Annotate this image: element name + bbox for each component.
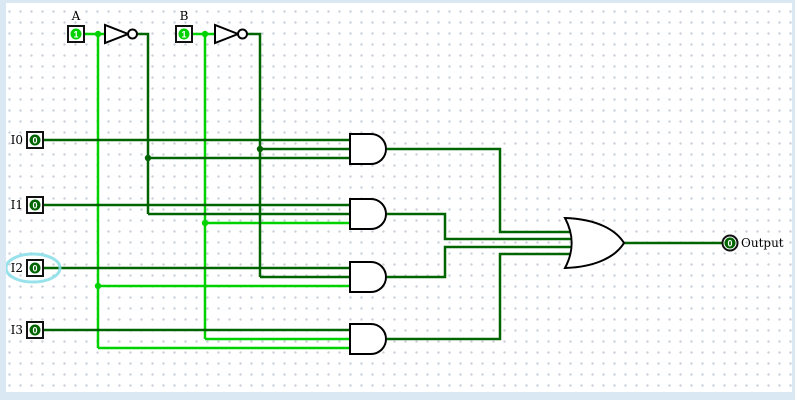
junction-dot <box>201 30 209 38</box>
pin-value-indicator <box>29 262 41 274</box>
not-gate-a[interactable] <box>104 23 138 45</box>
wire-notb-vertical[interactable] <box>247 32 262 277</box>
pin-value-indicator <box>724 237 736 249</box>
pin-label: A <box>71 9 81 23</box>
pin-label: I2 <box>11 261 23 275</box>
and-gate-1[interactable] <box>349 133 387 165</box>
pin-value: 1 <box>73 29 78 39</box>
selection-halo <box>4 252 62 284</box>
pin-label: I1 <box>11 198 23 212</box>
junction-dot <box>256 145 264 153</box>
canvas-edge-bottom <box>0 392 795 400</box>
pin-value-indicator <box>29 199 41 211</box>
input-pin-i3[interactable]: I3 0 <box>11 321 44 339</box>
pin-value: 0 <box>32 200 37 210</box>
pin-label: B <box>180 9 189 23</box>
pin-value-indicator <box>29 324 41 336</box>
pin-value: 0 <box>727 238 732 248</box>
and-gate-4[interactable] <box>349 323 387 355</box>
pin-value: 0 <box>32 263 37 273</box>
not-gate-triangle <box>214 23 241 45</box>
junction-dot <box>144 154 152 162</box>
input-pin-i1[interactable]: I1 0 <box>11 196 44 214</box>
canvas-edge-right <box>792 0 795 400</box>
wire-nota-vertical[interactable] <box>137 32 150 214</box>
wire-and4-to-or[interactable] <box>386 252 574 341</box>
not-gate-b[interactable] <box>214 23 248 45</box>
pin-label: I0 <box>11 133 23 147</box>
input-pin-i2[interactable]: I2 0 <box>4 252 62 284</box>
output-pin[interactable]: 0 Output <box>721 234 784 252</box>
pin-value: 0 <box>32 135 37 145</box>
junction-dot <box>94 282 102 290</box>
pin-label: Output <box>741 236 784 250</box>
wires <box>43 30 722 350</box>
not-gate-bubble <box>127 28 138 40</box>
canvas-edge-top <box>0 0 795 3</box>
or-gate[interactable] <box>563 216 626 270</box>
pin-label: I3 <box>11 323 23 337</box>
pin-value-indicator <box>178 28 190 40</box>
pin-value: 1 <box>181 29 186 39</box>
input-pin-b[interactable]: B 1 <box>175 9 193 43</box>
pin-value: 0 <box>32 325 37 335</box>
pin-value-indicator <box>29 134 41 146</box>
pin-value-indicator <box>70 28 82 40</box>
input-pin-i0[interactable]: I0 0 <box>11 131 44 149</box>
input-pin-a[interactable]: A 1 <box>67 9 85 43</box>
not-gate-bubble <box>237 28 248 40</box>
and-gate-3[interactable] <box>349 261 387 293</box>
and-gate-2[interactable] <box>349 198 387 230</box>
junction-dot <box>94 30 102 38</box>
wire-and1-to-or[interactable] <box>386 147 574 234</box>
canvas-edge-left <box>0 0 6 400</box>
wire-and2-to-or[interactable] <box>386 212 574 241</box>
junction-dot <box>201 219 209 227</box>
wire-and3-to-or[interactable] <box>386 245 574 279</box>
not-gate-triangle <box>104 23 131 45</box>
